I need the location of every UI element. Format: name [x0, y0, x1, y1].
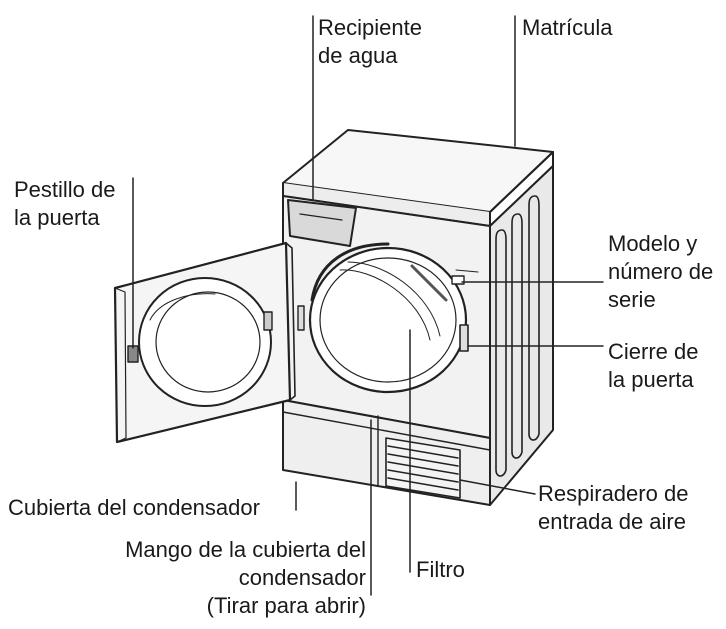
label-door-closure: Cierre de la puerta: [608, 339, 699, 392]
air-inlet-vent: [385, 437, 461, 499]
label-door-catch: Pestillo de la puerta: [14, 177, 116, 230]
leader-lines: [132, 15, 604, 596]
label-model-serial: Modelo y número de serie: [608, 231, 714, 312]
model-serial-plate: [451, 275, 465, 285]
door-closure-knob: [459, 324, 469, 352]
label-rating-plate: Matrícula: [522, 15, 613, 40]
label-condenser-cover: Cubierta del condensador: [8, 495, 260, 520]
label-filter: Filtro: [416, 557, 465, 582]
label-condenser-handle: Mango de la cubierta del condensador (Ti…: [125, 537, 366, 618]
water-container-drawer: [287, 199, 357, 247]
label-air-inlet: Respiradero de entrada de aire: [538, 481, 689, 534]
label-water-container: Recipiente de agua: [318, 15, 422, 68]
drum-opening: [308, 246, 468, 394]
door-window: [138, 277, 272, 407]
